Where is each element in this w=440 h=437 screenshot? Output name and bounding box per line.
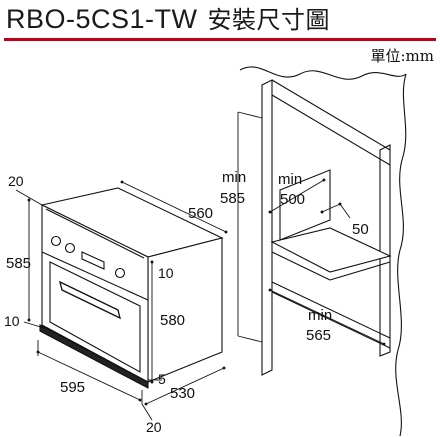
width-min: 565 (306, 327, 331, 344)
dim-depth-top: 560 (188, 205, 213, 222)
knob-icon (114, 267, 126, 279)
dim-bottom-gap: 5 (158, 371, 166, 387)
unit-label: 單位:mm (370, 47, 434, 65)
title-underline (4, 38, 436, 41)
vent-min-label: min (278, 171, 302, 188)
dim-bottom-offset: 20 (146, 419, 162, 435)
vent-opening (279, 169, 331, 241)
cabinet-shelf (270, 227, 392, 273)
cabinet-drawing (239, 66, 407, 437)
knob-icon (50, 235, 62, 247)
dim-body-height: 580 (160, 312, 185, 329)
dim-height-left: 585 (6, 255, 31, 272)
page-title: RBO-5CS1-TW 安裝尺寸圖 (6, 4, 330, 35)
dim-control-gap: 10 (158, 265, 174, 281)
knob-icon (64, 242, 76, 254)
cabinet-top-wave (239, 66, 407, 80)
dim-width-front: 595 (60, 379, 85, 396)
vent-height: 50 (352, 221, 369, 238)
dim-front-offset: 10 (4, 313, 20, 329)
dim-depth-bottom: 530 (170, 385, 195, 402)
oven-dimension-lines (15, 180, 228, 421)
model-number: RBO-5CS1-TW (6, 4, 198, 34)
vent-width: 500 (280, 191, 305, 208)
oven-side-face (147, 237, 223, 383)
title-cjk: 安裝尺寸圖 (207, 6, 331, 34)
door-handle (59, 280, 121, 320)
dim-top-offset: 20 (8, 173, 24, 189)
cabinet-right-post (379, 144, 391, 357)
width-min-label: min (308, 307, 332, 324)
cabinet-dimension-lines (237, 111, 386, 346)
cabinet-height-min: 585 (220, 190, 245, 207)
cabinet-left-post (261, 79, 273, 376)
cabinet-min-label: min (222, 169, 246, 186)
cabinet-right-wave (395, 73, 407, 437)
